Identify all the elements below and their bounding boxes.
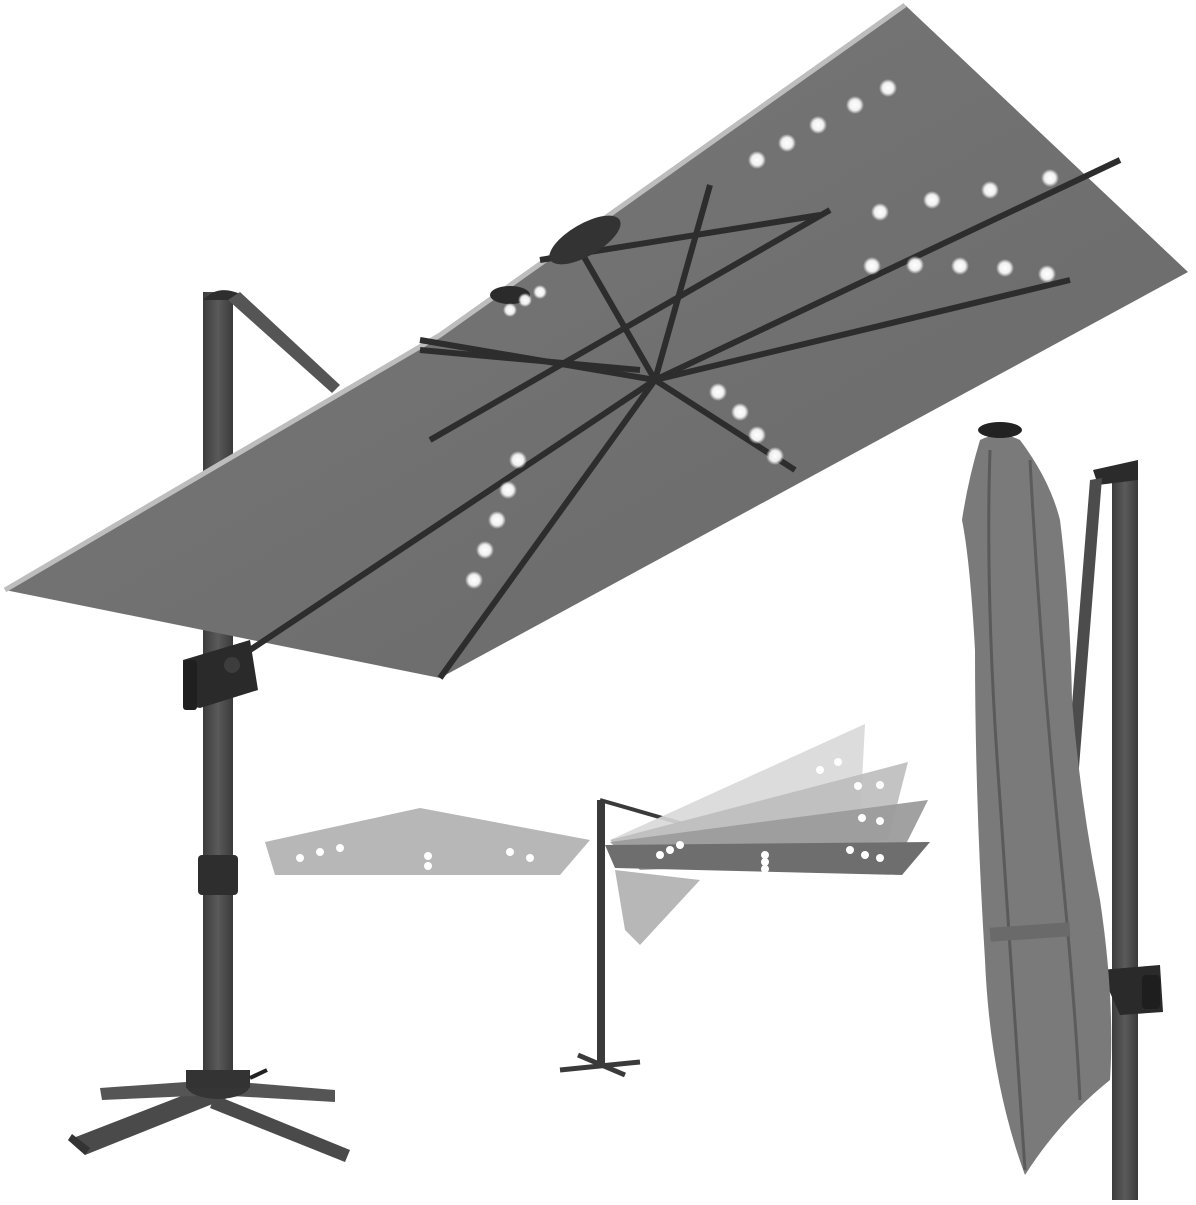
support-arm <box>228 292 340 393</box>
led-lights <box>465 79 1059 589</box>
main-umbrella <box>3 2 1188 1162</box>
canopy-frame <box>248 157 1122 680</box>
tilt-handle <box>183 640 258 710</box>
tilt-demo <box>265 724 930 1078</box>
closed-umbrella <box>962 422 1163 1200</box>
cross-base <box>68 1068 350 1162</box>
